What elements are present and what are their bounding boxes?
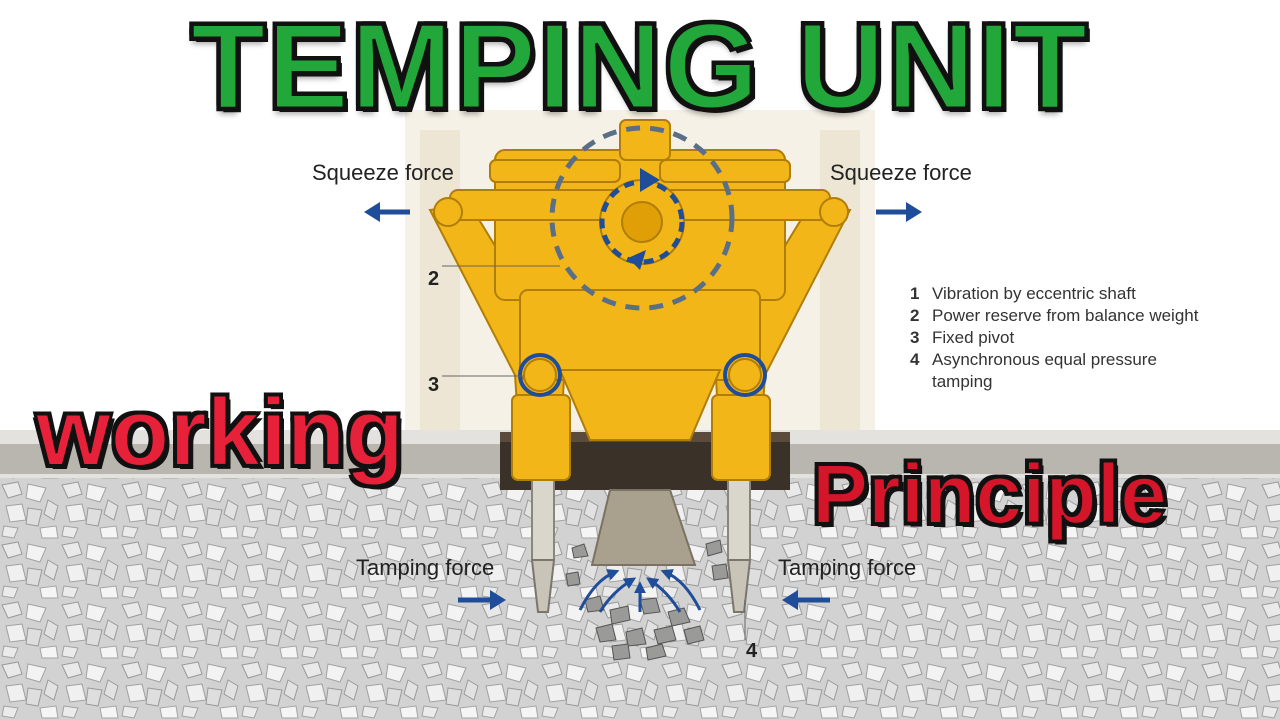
legend-text: Power reserve from balance weight bbox=[932, 306, 1199, 325]
tamping-tine-right bbox=[726, 469, 752, 613]
balance-weight-rotation-circle bbox=[549, 125, 735, 311]
page-title: TEMPING UNIT bbox=[189, 0, 1090, 136]
legend-number: 4 bbox=[910, 350, 920, 369]
rotation-arrow-icon bbox=[640, 168, 660, 192]
legend: 1 Vibration by eccentric shaft 2 Power r… bbox=[910, 283, 1210, 393]
legend-text: Vibration by eccentric shaft bbox=[932, 284, 1136, 303]
squeeze-force-arrow-right bbox=[876, 202, 922, 222]
legend-item: 4 Asynchronous equal pressure tamping bbox=[910, 349, 1210, 393]
legend-item: 3 Fixed pivot bbox=[910, 327, 1210, 349]
tamped-ballast-block bbox=[590, 489, 697, 566]
callout-number-2: 2 bbox=[428, 268, 440, 290]
squeeze-force-label-right: Squeeze force bbox=[830, 160, 972, 185]
legend-text: Asynchronous equal pressure tamping bbox=[932, 350, 1157, 391]
tamping-force-arrow-left bbox=[458, 590, 506, 610]
tamping-force-label-right: Tamping force bbox=[778, 555, 917, 580]
legend-number: 3 bbox=[910, 328, 920, 347]
ballast-stones bbox=[565, 539, 729, 661]
rotation-arrow-icon bbox=[628, 250, 646, 270]
squeeze-force-arrow-left bbox=[364, 202, 410, 222]
tamping-force-arrow-right bbox=[782, 590, 830, 610]
legend-number: 1 bbox=[910, 284, 920, 303]
legend-number: 2 bbox=[910, 306, 920, 325]
callout-number-4: 4 bbox=[746, 640, 758, 662]
fixed-pivot-markers bbox=[518, 353, 767, 397]
compaction-flow-arrows bbox=[578, 569, 702, 613]
legend-item: 2 Power reserve from balance weight bbox=[910, 305, 1210, 327]
tamping-force-label-left: Tamping force bbox=[356, 555, 495, 580]
overlay-working: working bbox=[35, 378, 405, 487]
squeeze-force-label-left: Squeeze force bbox=[312, 160, 454, 185]
overlay-principle: Principle bbox=[811, 446, 1168, 542]
callout-number-3: 3 bbox=[428, 374, 440, 396]
legend-item: 1 Vibration by eccentric shaft bbox=[910, 283, 1210, 305]
legend-text: Fixed pivot bbox=[932, 328, 1015, 347]
tamping-tine-left bbox=[530, 469, 556, 613]
